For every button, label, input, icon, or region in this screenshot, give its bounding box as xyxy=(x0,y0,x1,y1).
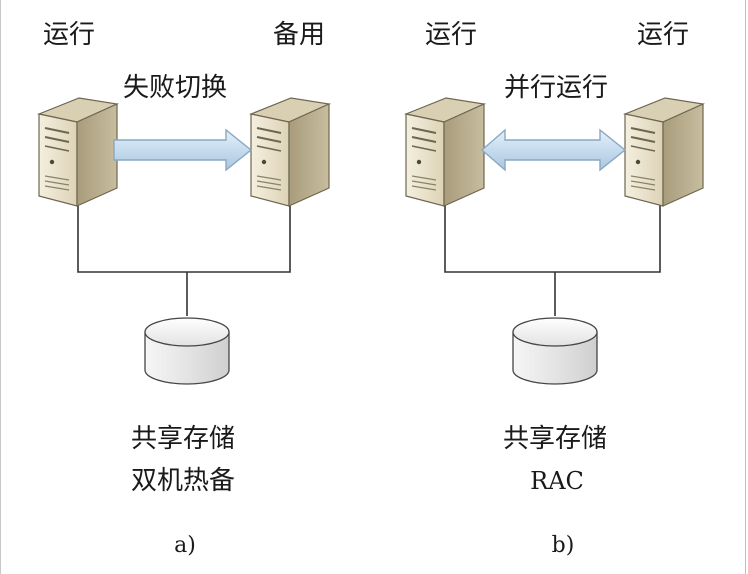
panel-b xyxy=(405,97,704,385)
panel-a-arrow-label: 失败切换 xyxy=(123,73,228,103)
panel-a-mode-label: 双机热备 xyxy=(130,466,236,496)
panel-b-caption: b) xyxy=(551,533,575,558)
panel-b-storage-disk-icon xyxy=(512,317,598,385)
frame-border-left xyxy=(0,0,1,574)
panel-a-caption: a) xyxy=(174,533,196,558)
panel-a-primary-server-icon xyxy=(38,97,118,207)
panel-b-node1-server-icon xyxy=(405,97,485,207)
panel-a-storage-disk-icon xyxy=(144,317,230,385)
panel-a-left-status-label: 运行 xyxy=(43,20,96,50)
panel-a-standby-server-icon xyxy=(250,97,330,207)
panel-b-right-status-label: 运行 xyxy=(637,20,690,50)
panel-b-network-line xyxy=(444,196,661,273)
panel-b-mode-label: RAC xyxy=(530,467,584,495)
panel-b-left-status-label: 运行 xyxy=(425,20,478,50)
panel-b-node2-server-icon xyxy=(624,97,704,207)
panel-a-failover-arrow-icon xyxy=(113,128,253,172)
panel-a-right-status-label: 备用 xyxy=(273,20,326,50)
panel-b-arrow-label: 并行运行 xyxy=(504,73,609,103)
panel-a xyxy=(38,97,330,385)
panel-b-storage-label: 共享存储 xyxy=(502,424,608,454)
frame-border-right xyxy=(745,0,746,574)
panel-a-network-line xyxy=(77,196,291,273)
panel-b-parallel-arrow-icon xyxy=(480,128,627,172)
panel-a-storage-label: 共享存储 xyxy=(130,424,236,454)
